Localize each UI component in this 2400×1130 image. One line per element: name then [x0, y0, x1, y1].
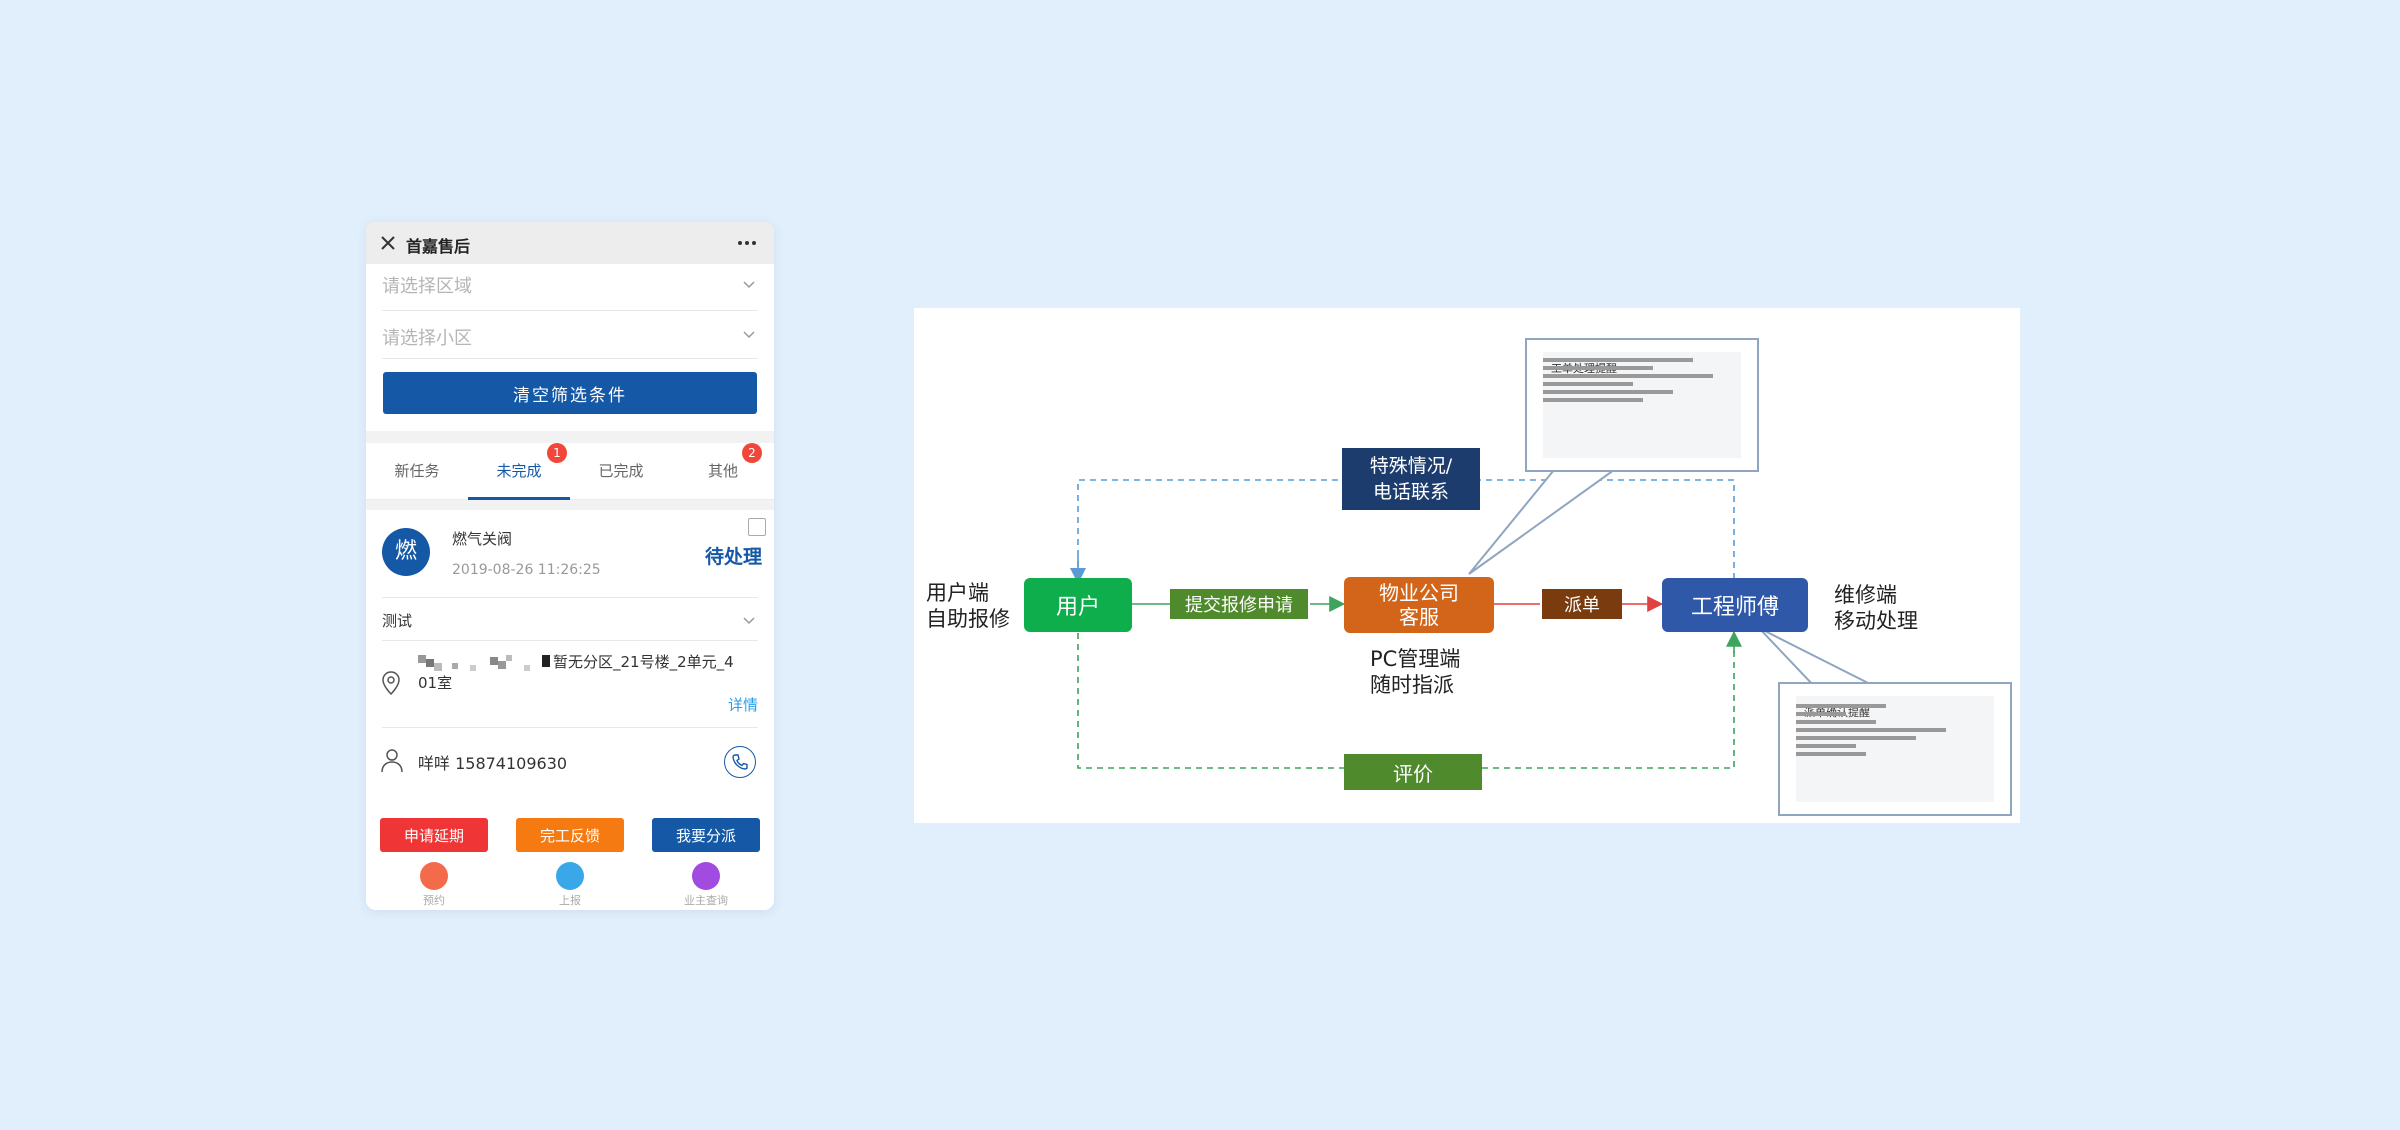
call-button[interactable] [724, 746, 756, 778]
engineer-node: 工程师傅 [1662, 578, 1808, 632]
phone-icon [732, 754, 748, 770]
task-title: 燃气关阀 [452, 530, 513, 548]
tab-completed[interactable]: 已完成 [598, 462, 644, 480]
callout-text-lines [1796, 704, 1946, 756]
task-field-select[interactable]: 测试 [382, 612, 413, 630]
special-contact-line-1: 特殊情况/ [1369, 455, 1453, 477]
user-node: 用户 [1024, 578, 1132, 632]
pc-caption-line-1: PC管理端 [1370, 647, 1461, 671]
title-bar: 首嘉售后 [366, 222, 774, 264]
document-icon [556, 862, 584, 890]
community-select[interactable]: 请选择小区 [382, 312, 758, 359]
address-line-2: 01室 [418, 674, 453, 692]
nav-label: 业主查询 [684, 894, 728, 907]
callout-text-lines [1543, 358, 1713, 402]
callout-screenshot: 派单确认提醒 [1796, 696, 1994, 802]
task-address: 暂无分区_21号楼_2单元_4 01室 [418, 652, 748, 694]
community-select-placeholder: 请选择小区 [382, 328, 472, 349]
right-caption: 维修端 移动处理 [1834, 582, 1918, 634]
pc-caption-line-2: 随时指派 [1370, 673, 1454, 697]
more-icon[interactable] [734, 232, 760, 254]
dispatch-tag: 派单 [1542, 589, 1622, 619]
special-contact-line-2: 电话联系 [1372, 481, 1449, 503]
clock-icon [420, 862, 448, 890]
extend-button[interactable]: 申请延期 [380, 818, 488, 852]
detail-link[interactable]: 详情 [727, 696, 758, 714]
task-time: 2019-08-26 11:26:25 [452, 562, 601, 578]
status-badge: 待处理 [704, 546, 762, 568]
nav-owner-query[interactable]: 业主查询 [638, 856, 774, 910]
redacted-mosaic [418, 654, 550, 671]
section-gap [366, 431, 774, 443]
incomplete-count-badge: 1 [547, 443, 567, 463]
service-node-line-2: 客服 [1399, 605, 1439, 629]
work-order-reminder-callout: 工单处理提醒 [1525, 338, 1759, 472]
right-caption-line-1: 维修端 [1834, 583, 1897, 607]
chevron-down-icon [743, 281, 755, 289]
tab-new[interactable]: 新任务 [394, 462, 440, 480]
submit-request-tag: 提交报修申请 [1170, 589, 1308, 619]
dispatch-button[interactable]: 我要分派 [652, 818, 760, 852]
evaluate-tag: 评价 [1344, 754, 1482, 790]
left-caption-line-2: 自助报修 [926, 607, 1010, 631]
area-select-placeholder: 请选择区域 [382, 276, 472, 297]
divider [382, 597, 758, 598]
section-gap [366, 500, 774, 510]
nav-report[interactable]: 上报 [502, 856, 638, 910]
task-checkbox[interactable] [748, 518, 766, 536]
service-node-line-1: 物业公司 [1379, 581, 1459, 605]
status-tabs: 新任务 未完成 已完成 其他 1 2 [366, 443, 774, 500]
location-pin-icon [382, 671, 400, 696]
nav-label: 上报 [559, 894, 581, 907]
feedback-button[interactable]: 完工反馈 [516, 818, 624, 852]
search-list-icon [692, 862, 720, 890]
bottom-nav: 预约 上报 业主查询 [366, 856, 774, 910]
left-caption-line-1: 用户端 [926, 581, 989, 605]
special-contact-tag: 特殊情况/ 电话联系 [1342, 448, 1480, 510]
nav-label: 预约 [423, 894, 445, 907]
service-node: 物业公司 客服 [1344, 577, 1494, 633]
person-icon [381, 749, 403, 773]
mobile-app-panel: 首嘉售后 请选择区域 请选择小区 清空筛选条件 新任务 未完成 已完成 其他 1… [366, 222, 774, 910]
close-icon[interactable] [376, 231, 400, 255]
chevron-down-icon[interactable] [740, 612, 758, 630]
clear-filters-button[interactable]: 清空筛选条件 [383, 372, 757, 414]
area-select[interactable]: 请选择区域 [382, 264, 758, 311]
active-tab-indicator [468, 497, 570, 500]
tab-incomplete[interactable]: 未完成 [496, 462, 542, 480]
app-title: 首嘉售后 [406, 237, 471, 256]
address-line-1: 暂无分区_21号楼_2单元_4 [553, 653, 734, 671]
left-caption: 用户端 自助报修 [926, 580, 1010, 632]
chevron-down-icon [743, 331, 755, 339]
nav-appointment[interactable]: 预约 [366, 856, 502, 910]
contact-info: 咩咩 15874109630 [418, 754, 568, 773]
divider [382, 640, 758, 641]
callout-screenshot: 工单处理提醒 [1543, 352, 1741, 458]
pc-caption: PC管理端 随时指派 [1370, 646, 1460, 698]
other-count-badge: 2 [742, 443, 762, 463]
tab-other[interactable]: 其他 [707, 462, 738, 480]
divider [382, 727, 758, 728]
task-avatar: 燃 [382, 528, 430, 576]
dispatch-confirm-callout: 派单确认提醒 [1778, 682, 2012, 816]
workflow-diagram: 用户端 自助报修 用户 提交报修申请 物业公司 客服 派单 工程师傅 维修端 移… [914, 308, 2020, 823]
right-caption-line-2: 移动处理 [1834, 609, 1918, 633]
